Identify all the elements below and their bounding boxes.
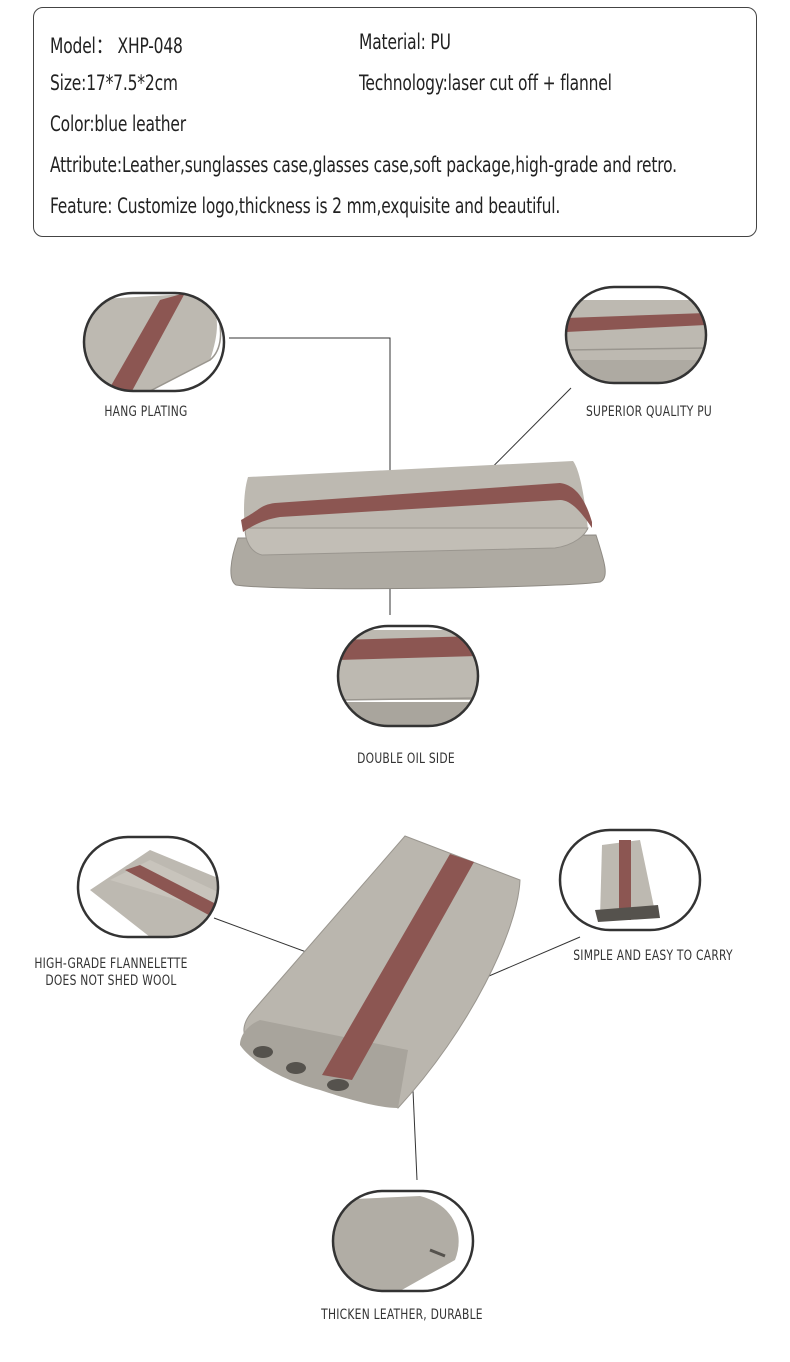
inset-superior-pu — [564, 285, 708, 385]
label-double-oil: DOUBLE OIL SIDE — [357, 751, 455, 767]
inset-hang-plating — [82, 291, 226, 393]
spec-feature: Feature: Customize logo,thickness is 2 m… — [50, 194, 561, 218]
label-thicken-leather: THICKEN LEATHER, DURABLE — [321, 1307, 483, 1323]
spec-material: Material: PU — [359, 30, 451, 54]
spec-size: Size:17*7.5*2cm — [50, 71, 178, 95]
spec-technology: Technology:laser cut off + flannel — [359, 71, 612, 95]
case-horizontal — [230, 461, 606, 590]
spec-color: Color:blue leather — [50, 112, 186, 136]
spec-model: Model： XHP-048 — [50, 34, 183, 58]
inset-simple-carry — [558, 828, 702, 932]
leader-hang-plating — [229, 337, 391, 528]
inset-thicken-leather — [331, 1189, 475, 1293]
label-flannelette-line1: HIGH-GRADE FLANNELETTE — [34, 956, 188, 972]
label-hang-plating: HANG PLATING — [104, 404, 188, 420]
spec-box — [33, 7, 757, 237]
label-superior-pu: SUPERIOR QUALITY PU — [585, 404, 713, 420]
inset-double-oil — [336, 624, 480, 728]
label-simple-carry: SIMPLE AND EASY TO CARRY — [573, 948, 733, 964]
case-diagonal — [240, 835, 521, 1109]
inset-flannelette — [76, 835, 220, 939]
label-flannelette-line2: DOES NOT SHED WOOL — [45, 973, 177, 989]
spec-attribute: Attribute:Leather,sunglasses case,glasse… — [50, 153, 677, 177]
